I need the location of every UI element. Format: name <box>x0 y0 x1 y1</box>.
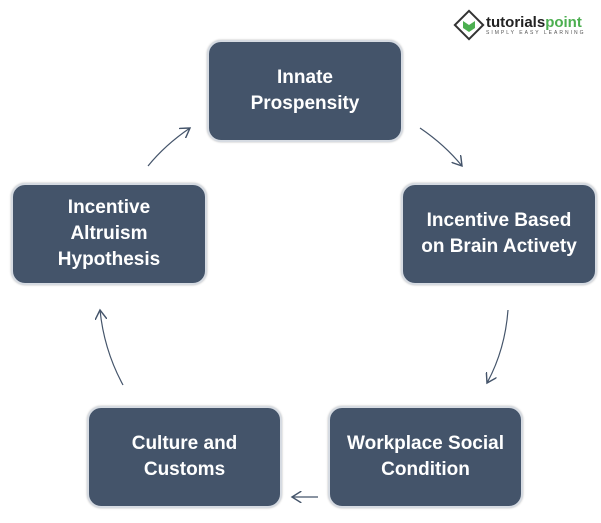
node-innate-prospensity: Innate Prospensity <box>207 40 403 142</box>
logo-brand-prefix: tutorials <box>486 13 546 31</box>
arrow-right-to-bottomright <box>487 309 509 383</box>
tutorialspoint-logo: tutorialspoint SIMPLY EASY LEARNING <box>452 8 585 42</box>
arrow-bottomleft-to-left <box>100 310 124 386</box>
node-culture-customs: Culture and Customs <box>87 406 282 508</box>
arrow-left-to-top <box>147 128 190 167</box>
node-workplace-social-condition: Workplace Social Condition <box>328 406 523 508</box>
logo-tagline: SIMPLY EASY LEARNING <box>486 29 586 36</box>
node-incentive-altruism-hypothesis: Incentive Altruism Hypothesis <box>11 183 207 285</box>
arrow-top-to-right <box>419 127 462 166</box>
logo-diamond-icon <box>453 9 485 41</box>
node-incentive-brain-activity: Incentive Based on Brain Activety <box>401 183 597 285</box>
logo-brand-suffix: point <box>545 13 582 31</box>
